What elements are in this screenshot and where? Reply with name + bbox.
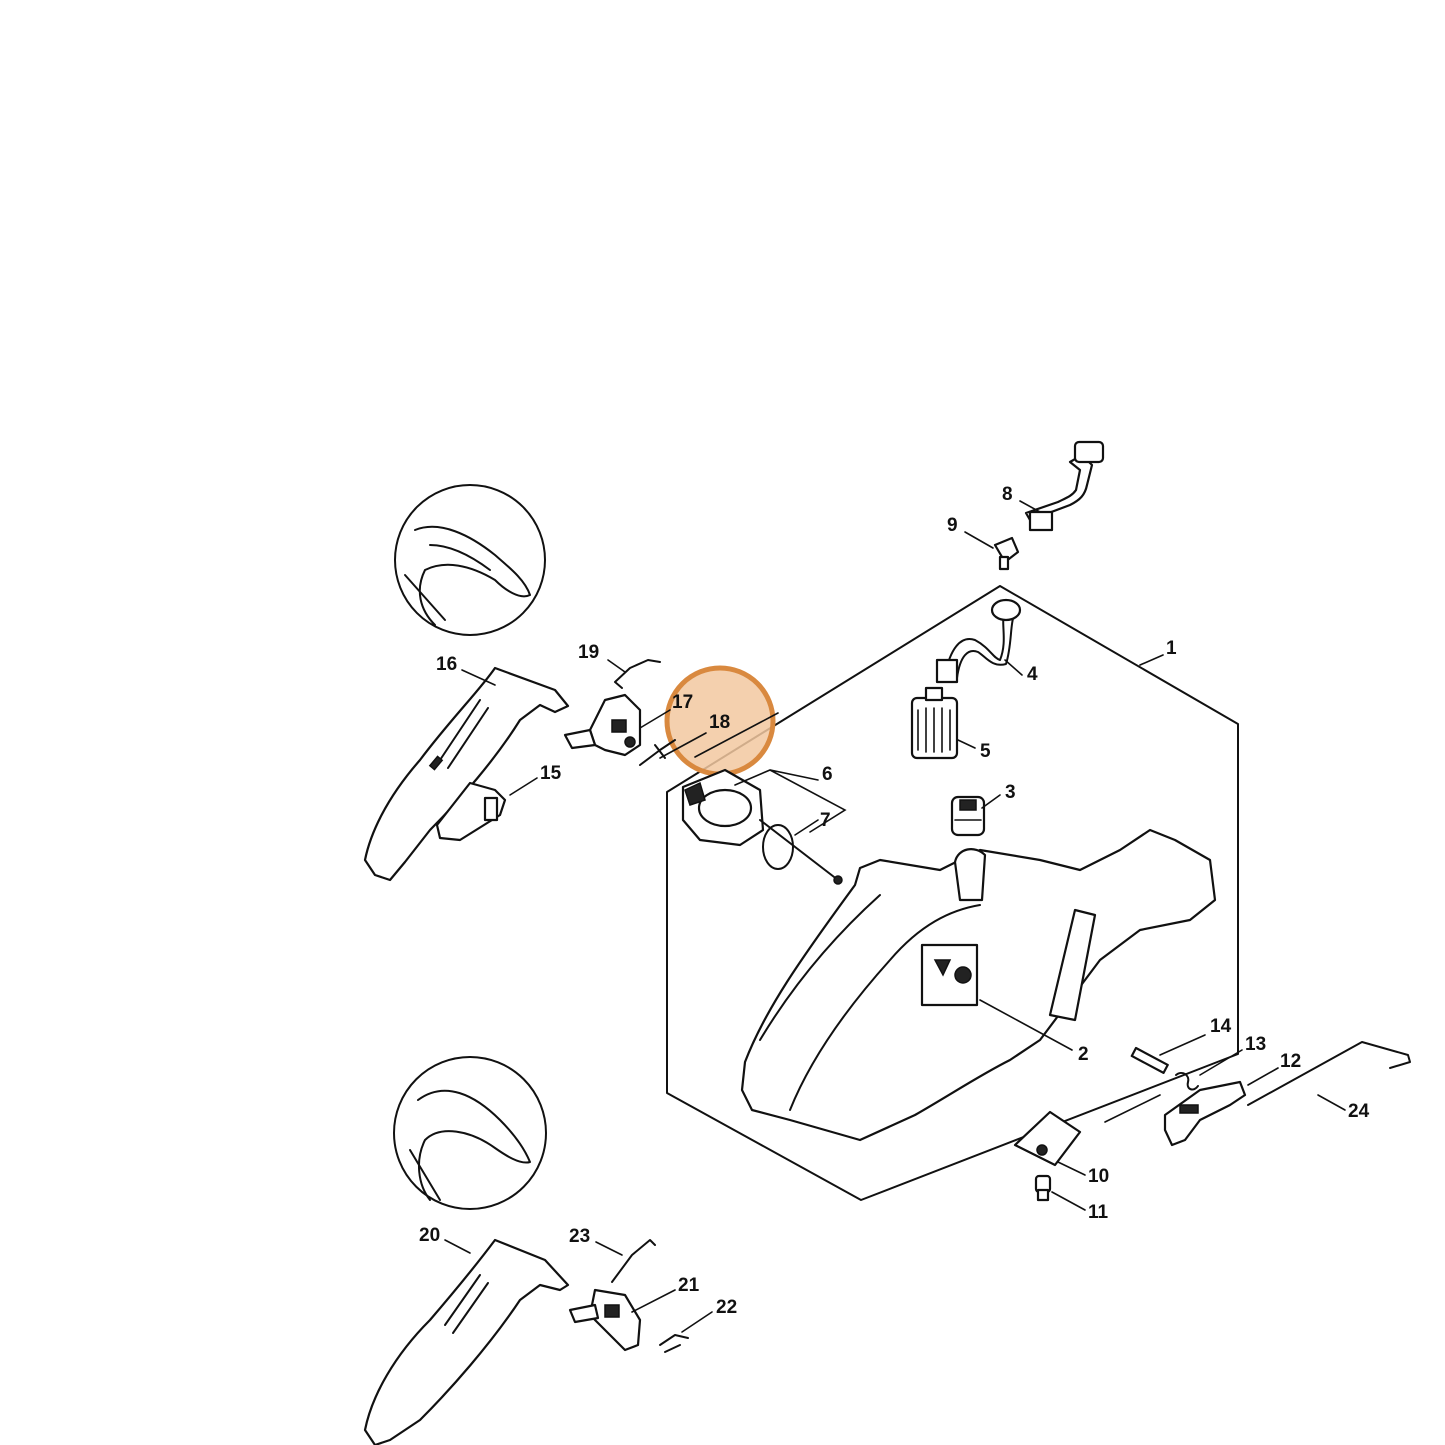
fuel-hose-4 bbox=[935, 598, 1022, 684]
callout-12: 12 bbox=[1280, 1051, 1301, 1072]
callout-7: 7 bbox=[820, 810, 831, 831]
callout-3: 3 bbox=[1005, 782, 1016, 803]
callout-16: 16 bbox=[436, 654, 457, 675]
callout-4: 4 bbox=[1027, 664, 1038, 685]
tank-housing-2 bbox=[740, 828, 1217, 1142]
valve-3 bbox=[950, 795, 986, 837]
lever-12 bbox=[1163, 1080, 1247, 1147]
callout-21: 21 bbox=[678, 1275, 700, 1296]
spring-13 bbox=[1175, 1072, 1199, 1091]
spring-23 bbox=[611, 1239, 656, 1283]
callout-11: 11 bbox=[1088, 1202, 1109, 1223]
clip-22 bbox=[659, 1334, 689, 1353]
callout-9: 9 bbox=[947, 515, 958, 536]
hose-8 bbox=[1024, 440, 1105, 532]
callout-24: 24 bbox=[1348, 1101, 1370, 1122]
rod-24 bbox=[1247, 1041, 1411, 1106]
spring-19 bbox=[614, 659, 661, 689]
detail-circle-top bbox=[394, 484, 546, 636]
callout-1: 1 bbox=[1166, 638, 1177, 659]
o-ring-7 bbox=[762, 824, 794, 870]
callout-19: 19 bbox=[578, 642, 599, 663]
fitting-9 bbox=[993, 536, 1020, 571]
plate-10 bbox=[1013, 1110, 1082, 1167]
callout-23: 23 bbox=[569, 1226, 590, 1247]
callout-10: 10 bbox=[1088, 1166, 1109, 1187]
callout-15: 15 bbox=[540, 763, 562, 784]
callout-labels: 1 2 3 4 5 6 7 8 9 10 11 12 13 14 15 16 1… bbox=[419, 484, 1370, 1318]
trigger-15 bbox=[435, 781, 507, 842]
callout-13: 13 bbox=[1245, 1034, 1266, 1055]
assembly-box bbox=[666, 585, 1239, 1201]
fuel-filter-5 bbox=[910, 686, 959, 760]
lever-assembly-17 bbox=[563, 693, 642, 757]
callout-18: 18 bbox=[709, 712, 730, 733]
pin-14 bbox=[1130, 1046, 1169, 1074]
rear-handle-grip-20 bbox=[363, 1238, 570, 1445]
screw-11 bbox=[1034, 1174, 1052, 1202]
callout-6: 6 bbox=[822, 764, 833, 785]
callout-22: 22 bbox=[716, 1297, 737, 1318]
lever-assembly-21 bbox=[568, 1288, 642, 1352]
oil-pump-6 bbox=[681, 768, 843, 885]
callout-5: 5 bbox=[980, 741, 991, 762]
callout-2: 2 bbox=[1078, 1044, 1089, 1065]
callout-17: 17 bbox=[672, 692, 693, 713]
detail-circle-bottom bbox=[393, 1056, 547, 1210]
rear-handle-grip-16 bbox=[363, 666, 570, 882]
callout-14: 14 bbox=[1210, 1016, 1232, 1037]
callout-8: 8 bbox=[1002, 484, 1013, 505]
callout-20: 20 bbox=[419, 1225, 440, 1246]
leader-lines bbox=[444, 500, 1346, 1333]
